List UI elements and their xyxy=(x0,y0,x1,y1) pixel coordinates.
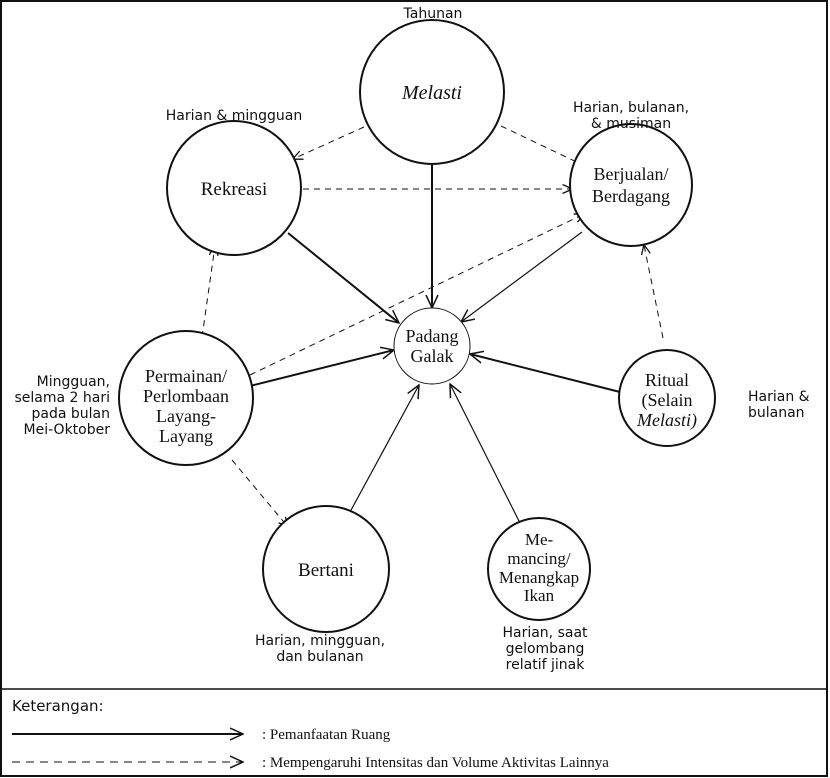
freq-permainan-line-2: selama 2 hari xyxy=(15,390,111,406)
dashed-ritual-to-berjualan xyxy=(644,245,664,339)
node-berjualan-label-1: Berjualan/ xyxy=(594,164,669,184)
freq-melasti: Tahunan xyxy=(403,6,463,22)
freq-bertani-line-1: Harian, mingguan, xyxy=(255,633,385,649)
node-melasti: Melasti xyxy=(359,19,505,165)
node-ritual-label-2: (Selain xyxy=(642,390,693,411)
freq-berjualan-line-2: & musiman xyxy=(591,116,671,132)
legend-solid-label: : Pemanfaatan Ruang xyxy=(262,727,391,743)
freq-memancing-line-1: Harian, saat xyxy=(502,625,588,641)
arrow-berjualan-to-padang xyxy=(461,231,583,322)
node-padang-label-1: Padang xyxy=(406,326,459,346)
node-ritual-label-3: Melasti) xyxy=(636,410,697,431)
arrow-ritual-to-padang xyxy=(470,354,621,393)
node-rekreasi-label: Rekreasi xyxy=(201,179,267,200)
node-memancing-label-4: Ikan xyxy=(524,586,555,605)
arrow-memancing-to-padang xyxy=(450,384,521,524)
node-permainan-label-2: Perlombaan xyxy=(143,386,229,406)
freq-permainan-line-1: Mingguan, xyxy=(37,374,110,390)
node-bertani-label: Bertani xyxy=(298,560,354,581)
node-berjualan: Berjualan/ Berdagang xyxy=(569,123,693,247)
freq-berjualan: Harian, bulanan, & musiman xyxy=(573,100,689,132)
arrow-permainan-to-padang xyxy=(249,350,394,387)
freq-bertani-line-2: dan bulanan xyxy=(276,649,363,665)
node-permainan-label-3: Layang- xyxy=(156,406,216,426)
dashed-melasti-to-rekreasi xyxy=(293,126,365,159)
legend-title: Keterangan: xyxy=(12,697,104,715)
freq-memancing-line-3: relatif jinak xyxy=(506,657,586,673)
node-rekreasi: Rekreasi xyxy=(166,120,302,256)
freq-permainan: Mingguan, selama 2 hari pada bulan Mei-O… xyxy=(15,374,111,438)
freq-rekreasi-line-1: Harian & mingguan xyxy=(166,108,303,124)
node-memancing-label-2: mancing/ xyxy=(507,549,571,568)
arrow-bertani-to-padang xyxy=(349,385,419,513)
legend-dashed-label: : Mempengaruhi Intensitas dan Volume Akt… xyxy=(262,755,609,771)
dashed-permainan-to-berjualan xyxy=(249,214,584,376)
node-permainan-label-1: Permainan/ xyxy=(145,366,227,386)
freq-permainan-line-4: Mei-Oktober xyxy=(24,422,111,438)
freq-memancing-line-2: gelombang xyxy=(506,641,585,657)
freq-rekreasi: Harian & mingguan xyxy=(166,108,303,124)
dashed-permainan-to-rekreasi xyxy=(201,246,215,338)
freq-memancing: Harian, saat gelombang relatif jinak xyxy=(502,625,588,673)
freq-ritual-line-2: bulanan xyxy=(748,405,805,421)
dashed-melasti-to-berjualan xyxy=(500,125,585,166)
node-ritual: Ritual (Selain Melasti) xyxy=(618,349,716,447)
freq-berjualan-line-1: Harian, bulanan, xyxy=(573,100,689,116)
arrow-rekreasi-to-padang xyxy=(287,232,399,323)
freq-permainan-line-3: pada bulan xyxy=(32,406,110,422)
node-memancing-label-1: Me- xyxy=(525,530,554,549)
freq-melasti-line-1: Tahunan xyxy=(403,6,463,22)
node-padang-galak: Padang Galak xyxy=(393,307,471,385)
freq-bertani: Harian, mingguan, dan bulanan xyxy=(255,633,385,665)
node-berjualan-label-2: Berdagang xyxy=(592,186,670,206)
node-ritual-label-1: Ritual xyxy=(645,370,689,390)
node-memancing: Me- mancing/ Menangkap Ikan xyxy=(487,517,591,621)
freq-ritual: Harian & bulanan xyxy=(748,389,810,421)
dashed-permainan-to-bertani xyxy=(231,459,288,527)
node-melasti-label: Melasti xyxy=(401,82,462,104)
node-permainan-label-4: Layang xyxy=(159,426,213,446)
legend: Keterangan: : Pemanfaatan Ruang : Mempen… xyxy=(12,697,609,771)
node-memancing-label-3: Menangkap xyxy=(499,568,579,587)
freq-ritual-line-1: Harian & xyxy=(748,389,810,405)
node-permainan: Permainan/ Perlombaan Layang- Layang xyxy=(118,330,254,466)
node-padang-label-2: Galak xyxy=(411,346,454,366)
node-bertani: Bertani xyxy=(262,505,390,633)
